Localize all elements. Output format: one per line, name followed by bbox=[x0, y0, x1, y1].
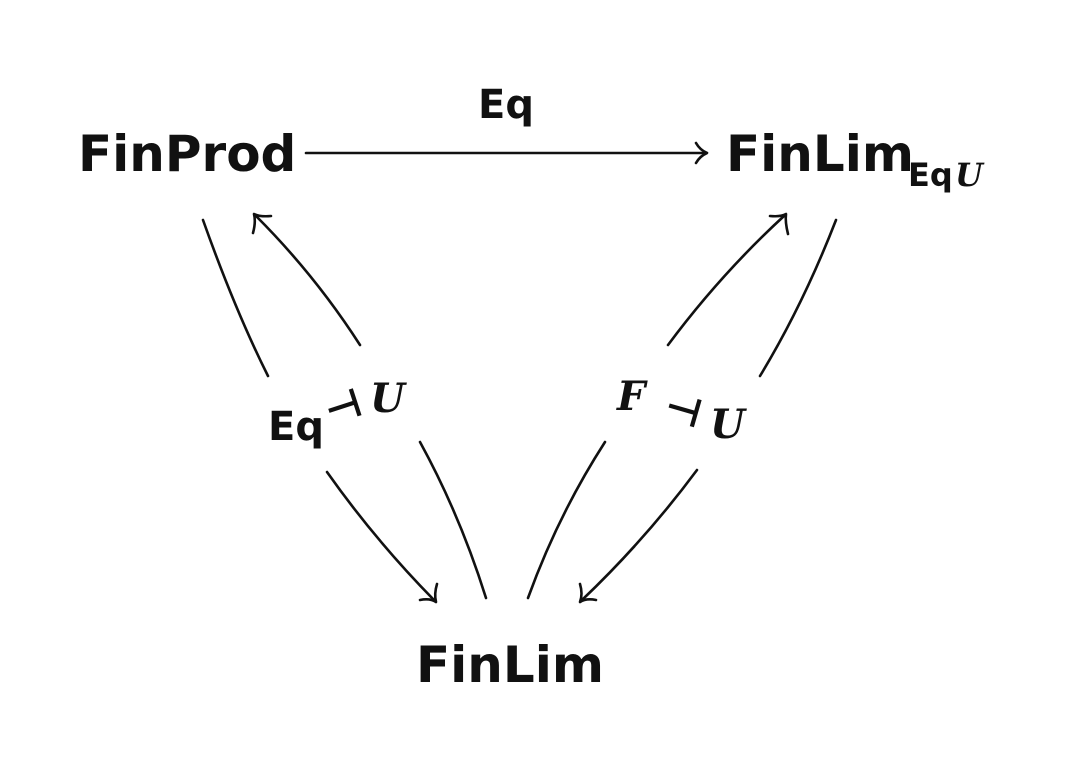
right-outer-upper-arc bbox=[758, 218, 838, 378]
node-finlim-subscript-eq: Eq bbox=[908, 156, 953, 194]
left-inner-upper-arc bbox=[254, 214, 362, 347]
node-finlim-subscript-u: U bbox=[955, 156, 985, 194]
left-outer-arrow-head bbox=[418, 582, 439, 604]
right-outer-arrow-head bbox=[578, 582, 598, 604]
left-adjunction-right: U bbox=[370, 375, 407, 422]
right-adjunction-left: F bbox=[616, 373, 648, 420]
right-inner-upper-arc bbox=[666, 214, 786, 347]
top-arrow-head bbox=[694, 141, 709, 165]
left-adjunction-left: Eq bbox=[268, 404, 324, 450]
left-outer-upper-arc bbox=[201, 218, 270, 378]
left-adjunction-symbol: ⊣ bbox=[319, 380, 368, 435]
left-inner-arrow-head bbox=[251, 212, 273, 235]
right-outer-lower-arc bbox=[580, 468, 699, 602]
right-adjunction-right: U bbox=[710, 401, 747, 448]
right-inner-lower-arc bbox=[526, 440, 607, 600]
left-inner-lower-arc bbox=[418, 440, 488, 600]
left-outer-lower-arc bbox=[325, 470, 436, 602]
node-finlim: FinLim bbox=[416, 636, 604, 694]
right-inner-arrow-head bbox=[768, 212, 790, 236]
node-finprod: FinProd bbox=[78, 125, 296, 183]
right-adjunction-symbol: ⊣ bbox=[659, 383, 707, 437]
node-finlim-base: FinLim bbox=[726, 125, 914, 183]
top-arrow-label: Eq bbox=[478, 82, 534, 128]
